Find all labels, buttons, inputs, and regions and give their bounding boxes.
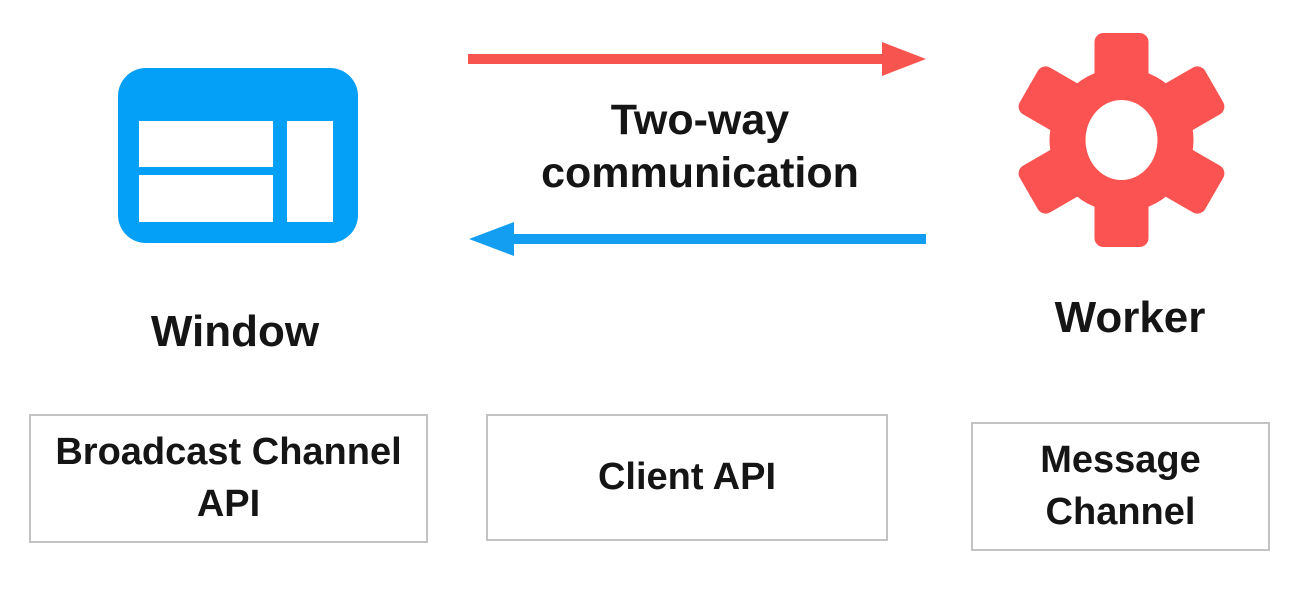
broadcast-channel-api-box: Broadcast Channel API [29, 414, 428, 543]
client-api-box: Client API [486, 414, 888, 541]
api-box-label: Message Channel [1040, 439, 1201, 533]
api-box-label: Client API [597, 455, 777, 498]
right-arrow-icon [468, 42, 926, 76]
worker-node-label: Worker [1054, 293, 1206, 342]
left-arrow-icon [469, 222, 926, 256]
gear-icon [1018, 33, 1225, 247]
two-way-communication-label: Two-way communication [541, 96, 859, 197]
browser-window-icon [118, 68, 358, 243]
message-channel-box: Message Channel [971, 422, 1270, 551]
api-box-label: Broadcast Channel API [55, 431, 402, 525]
window-node-label: Window [150, 307, 320, 356]
